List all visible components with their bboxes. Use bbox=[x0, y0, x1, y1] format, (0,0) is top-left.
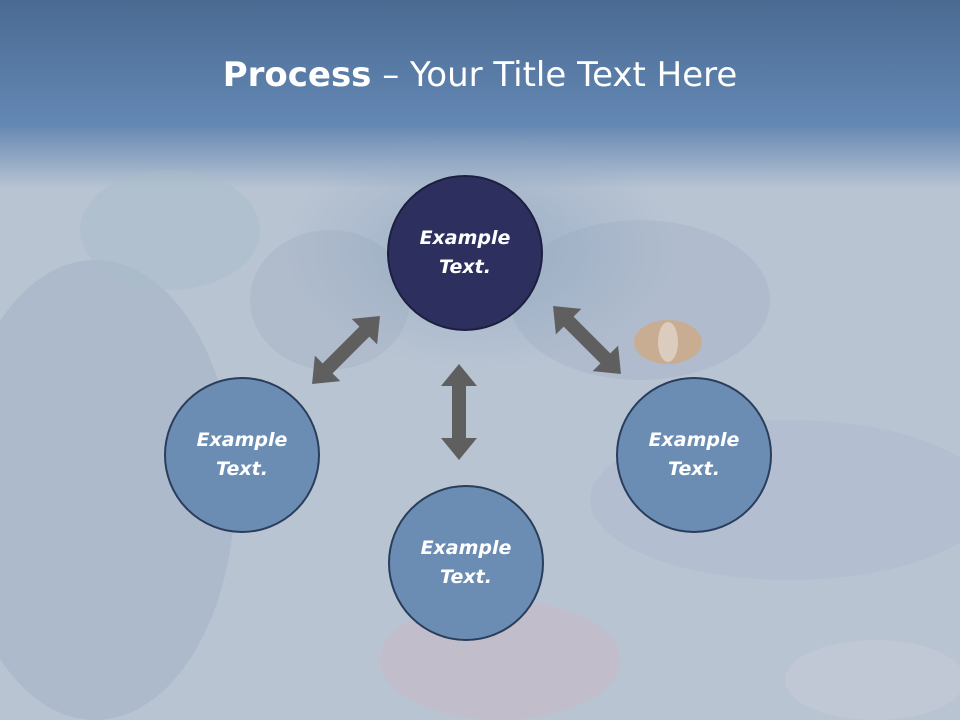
node-label: Example Text. bbox=[648, 429, 740, 480]
process-node-top: Example Text. bbox=[387, 175, 543, 331]
process-node-left: Example Text. bbox=[164, 377, 320, 533]
node-label: Example Text. bbox=[420, 537, 512, 588]
process-node-bottom: Example Text. bbox=[388, 485, 544, 641]
double-arrow-icon bbox=[540, 293, 634, 387]
node-label: Example Text. bbox=[419, 227, 511, 278]
node-label: Example Text. bbox=[196, 429, 288, 480]
title-rest: – Your Title Text Here bbox=[371, 55, 738, 95]
slide-title: Process – Your Title Text Here bbox=[0, 52, 960, 98]
double-arrow-icon bbox=[299, 303, 393, 397]
double-arrow-icon bbox=[441, 364, 477, 460]
process-node-right: Example Text. bbox=[616, 377, 772, 533]
title-bold: Process bbox=[222, 55, 372, 95]
